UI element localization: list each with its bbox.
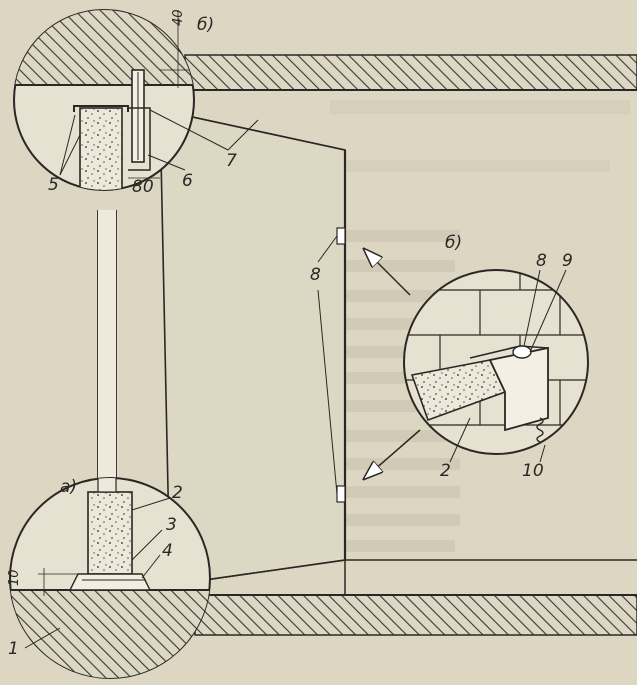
callout-2: 2 [172, 483, 183, 503]
dim-80: 80 [132, 177, 154, 197]
callout-10: 10 [522, 461, 544, 481]
callout-8: 8 [310, 265, 321, 285]
callout-8-detail: 8 [536, 251, 547, 271]
anchor-bracket-top [336, 227, 346, 245]
callout-5: 5 [48, 175, 59, 195]
panel-label-b-top: б) [197, 15, 214, 35]
callout-4: 4 [162, 541, 173, 561]
anchor-bracket-bottom [336, 485, 346, 503]
bottom-detail [9, 477, 211, 679]
right-detail [403, 269, 589, 463]
ceiling-slab [184, 54, 637, 91]
labels: б) а) б) 40 80 10 5 6 7 8 2 3 4 1 8 9 2 … [7, 9, 573, 659]
callout-3: 3 [166, 515, 177, 535]
panel-label-a: а) [60, 477, 77, 497]
dim-10: 10 [7, 569, 22, 586]
callout-7: 7 [226, 151, 237, 171]
callout-6: 6 [182, 171, 193, 191]
callout-1: 1 [8, 639, 19, 659]
vertical-post [97, 210, 117, 480]
detail-arrows [365, 250, 421, 478]
dim-40: 40 [171, 9, 186, 26]
panel-label-b-right: б) [445, 233, 462, 253]
callout-9: 9 [562, 251, 573, 271]
callout-2-detail: 2 [440, 461, 451, 481]
